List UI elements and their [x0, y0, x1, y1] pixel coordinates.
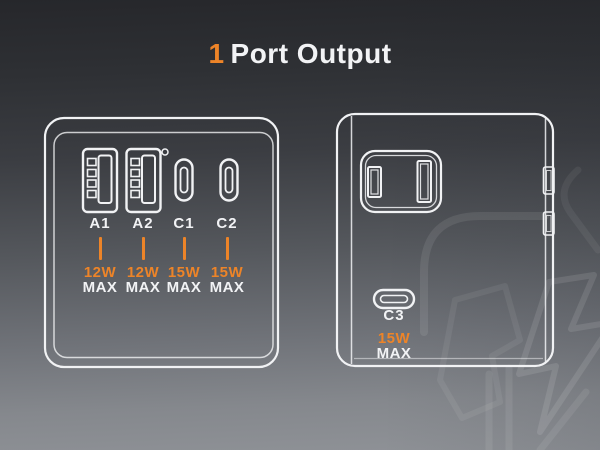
watermark-arc — [420, 212, 549, 336]
usb-a-port-a1 — [81, 147, 119, 214]
ac-outlet-icon — [359, 149, 443, 214]
port-spec-a1: A1 12W MAX — [68, 215, 132, 296]
port-max-a2: MAX — [125, 279, 161, 296]
watermark-curve — [560, 166, 600, 254]
watermark-diagonal — [536, 388, 590, 450]
connector-line — [98, 237, 102, 260]
port-label-a2: A2 — [132, 215, 154, 232]
connector-line — [225, 237, 229, 260]
port-power-c3: 15W — [377, 330, 411, 347]
port-power-c2: 15W — [210, 264, 244, 281]
usb-c-port-c1 — [174, 158, 194, 202]
charger-front-outline — [43, 116, 280, 369]
side-button-lower — [542, 211, 555, 236]
port-spec-a2: A2 12W MAX — [111, 215, 175, 296]
port-max-c2: MAX — [209, 279, 245, 296]
connector-line — [141, 237, 145, 260]
port-label-c3: C3 — [383, 307, 405, 324]
charger-side-outline — [335, 112, 555, 368]
port-max-c3: MAX — [376, 345, 412, 362]
port-power-c1: 15W — [167, 264, 201, 281]
port-spec-c2: C2 15W MAX — [195, 215, 259, 296]
port-power-a1: 12W — [83, 264, 117, 281]
connector-line — [182, 237, 186, 260]
port-label-a1: A1 — [89, 215, 111, 232]
port-label-c2: C2 — [216, 215, 238, 232]
port-label-c1: C1 — [173, 215, 195, 232]
usb-a-port-a2 — [125, 147, 162, 214]
port-power-a2: 12W — [126, 264, 160, 281]
port-spec-c3: C3 15W MAX — [362, 307, 426, 362]
title-number: 1 — [208, 38, 225, 69]
usb-c-port-c3 — [372, 288, 416, 310]
port-max-a1: MAX — [82, 279, 118, 296]
status-led-icon — [161, 148, 169, 156]
title-text: Port Output — [230, 38, 392, 69]
port-spec-c1: C1 15W MAX — [152, 215, 216, 296]
watermark-lightning-bolt — [516, 272, 600, 435]
port-max-c1: MAX — [166, 279, 202, 296]
watermark-emblem-shape — [437, 283, 523, 421]
usb-c-port-c2 — [219, 158, 239, 202]
side-button-upper — [542, 166, 555, 195]
